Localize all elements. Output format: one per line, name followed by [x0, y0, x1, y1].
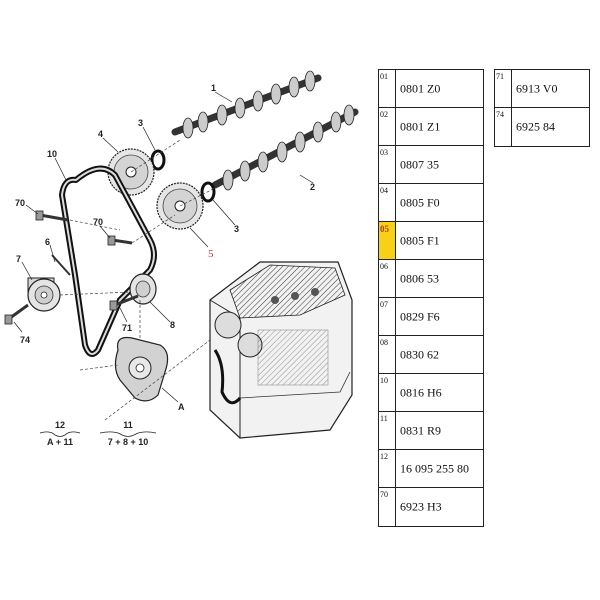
- parts-row-code: 0830 62: [400, 347, 439, 361]
- bolt-71[interactable]: [109, 294, 139, 311]
- parts-row[interactable]: 71 6913 V0: [495, 70, 589, 108]
- parts-row-code: 6925 84: [516, 119, 555, 134]
- callout-8: 8: [170, 320, 175, 330]
- parts-row-index: 12: [379, 450, 396, 487]
- parts-row-code: 0816 H6: [400, 385, 442, 399]
- formula-12: 12 A + 11: [39, 420, 81, 447]
- callout-A: A: [178, 402, 185, 412]
- parts-row[interactable]: 02 0801 Z1: [379, 108, 483, 146]
- callout-4: 4: [98, 129, 103, 139]
- camshaft-seal-lower[interactable]: [200, 181, 216, 203]
- parts-row[interactable]: 11 0831 R9: [379, 412, 483, 450]
- callout-3-upper: 3: [138, 118, 143, 128]
- parts-row-code: 0807 35: [400, 157, 439, 171]
- camshaft-exhaust[interactable]: [211, 104, 359, 191]
- parts-row[interactable]: 01 0801 Z0: [379, 70, 483, 108]
- parts-row-index: 71: [495, 70, 512, 107]
- engine-block: [209, 261, 353, 439]
- camshaft-intake[interactable]: [171, 70, 322, 139]
- parts-row[interactable]: 12 16 095 255 80: [379, 450, 483, 488]
- parts-table: 01 0801 Z0 02 0801 Z1 03 0807 35 04 0805…: [378, 69, 484, 527]
- parts-row-code: 6923 H3: [400, 499, 442, 514]
- parts-row-index: 06: [379, 260, 396, 297]
- parts-row-highlighted[interactable]: 05 0805 F1: [379, 222, 483, 260]
- parts-row[interactable]: 70 6923 H3: [379, 488, 483, 526]
- parts-row[interactable]: 74 6925 84: [495, 108, 589, 146]
- parts-row-index: 07: [379, 298, 396, 335]
- parts-row-index: 70: [379, 488, 396, 526]
- parts-row-index: 74: [495, 108, 512, 146]
- parts-row-index: 05: [379, 222, 396, 259]
- water-pump[interactable]: [114, 336, 169, 402]
- parts-row-code: 0801 Z0: [400, 81, 441, 95]
- callout-6: 6: [45, 237, 50, 247]
- parts-row-code: 0831 R9: [400, 423, 442, 437]
- parts-row-index: 10: [379, 374, 396, 411]
- formula-11-top: 11: [123, 420, 133, 430]
- formula-12-bottom: A + 11: [47, 437, 73, 447]
- parts-row-index: 03: [379, 146, 396, 183]
- callout-10: 10: [47, 149, 57, 159]
- formula-11-bottom: 7 + 8 + 10: [108, 437, 149, 447]
- bolt-70-left[interactable]: [35, 210, 69, 222]
- parts-row[interactable]: 07 0829 F6: [379, 298, 483, 336]
- callout-70-left: 70: [15, 198, 25, 208]
- callout-70-center: 70: [93, 217, 103, 227]
- parts-row-code: 0801 Z1: [400, 119, 441, 133]
- parts-row-code: 0806 53: [400, 271, 439, 285]
- callout-3-lower: 3: [234, 224, 239, 234]
- parts-table-secondary: 71 6913 V0 74 6925 84: [494, 69, 590, 147]
- parts-row-index: 02: [379, 108, 396, 145]
- parts-row-code: 6913 V0: [516, 81, 558, 95]
- parts-row-index: 01: [379, 70, 396, 107]
- bolt-74[interactable]: [4, 303, 29, 325]
- exploded-diagram: 1 2 3 3 4 5 6 7 8 10 70 70 71 74 A 12 A …: [4, 70, 359, 447]
- bolt-70-center[interactable]: [107, 235, 133, 246]
- parts-row[interactable]: 03 0807 35: [379, 146, 483, 184]
- callout-71: 71: [122, 323, 132, 333]
- parts-row[interactable]: 08 0830 62: [379, 336, 483, 374]
- camshaft-seal-upper[interactable]: [150, 149, 166, 171]
- parts-row-code: 0805 F1: [400, 233, 440, 247]
- callout-5: 5: [208, 248, 214, 260]
- parts-row[interactable]: 06 0806 53: [379, 260, 483, 298]
- callout-1: 1: [211, 83, 216, 93]
- formula-11: 11 7 + 8 + 10: [99, 420, 157, 447]
- parts-row[interactable]: 04 0805 F0: [379, 184, 483, 222]
- parts-row-index: 11: [379, 412, 396, 449]
- idler-roller[interactable]: [129, 273, 157, 305]
- timing-belt[interactable]: [59, 165, 157, 357]
- assembly-guide-lines: [59, 139, 216, 421]
- parts-row-index: 04: [379, 184, 396, 221]
- callout-74: 74: [20, 335, 30, 345]
- parts-row-code: 0829 F6: [400, 309, 440, 323]
- belt-tensioner[interactable]: [27, 277, 61, 312]
- formula-12-top: 12: [55, 420, 65, 430]
- callout-7: 7: [16, 254, 21, 264]
- leader-lines: [13, 91, 314, 403]
- parts-row[interactable]: 10 0816 H6: [379, 374, 483, 412]
- parts-row-code: 16 095 255 80: [400, 461, 469, 475]
- parts-row-index: 08: [379, 336, 396, 373]
- stud-6[interactable]: [51, 254, 71, 276]
- callout-2: 2: [310, 182, 315, 192]
- parts-row-code: 0805 F0: [400, 195, 440, 209]
